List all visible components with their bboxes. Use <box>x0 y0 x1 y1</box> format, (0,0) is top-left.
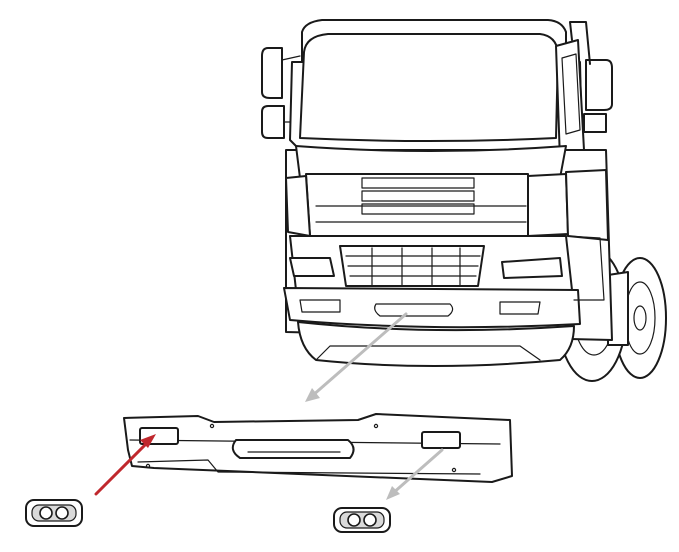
bumper-right-recess <box>421 431 461 449</box>
upper-grille <box>315 177 527 223</box>
right-headlight <box>501 257 563 279</box>
truck-cab <box>261 19 667 382</box>
windscreen <box>299 33 559 142</box>
left-headlight <box>289 257 335 277</box>
lower-grille <box>339 245 485 287</box>
grey-arrow-bumper <box>305 312 408 402</box>
left-fog-lamp <box>25 499 83 527</box>
right-fog-lamp <box>333 507 391 533</box>
grey-arrow-right-lamp <box>386 448 444 500</box>
red-arrow-left-lamp <box>94 434 156 496</box>
left-mirror <box>261 47 301 139</box>
right-mirror <box>569 21 613 133</box>
front-bumper <box>123 413 513 483</box>
